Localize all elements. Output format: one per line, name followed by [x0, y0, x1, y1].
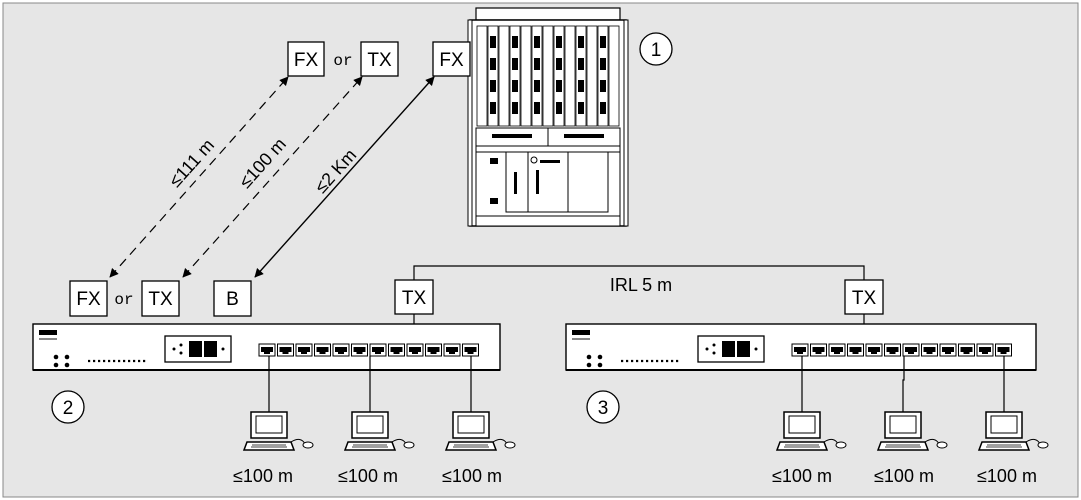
- rack-module-indicator: [512, 80, 518, 92]
- hub2-port: [332, 343, 350, 357]
- rack-module-indicator: [578, 58, 584, 70]
- rack-module-indicator: [512, 36, 518, 48]
- rack-module-slot: [487, 25, 499, 127]
- hub3-pc2-distance: ≤100 m: [874, 466, 934, 486]
- hub2-pc1-distance: ≤100 m: [233, 466, 293, 486]
- hub2-port: [369, 343, 387, 357]
- chassis-rack: [467, 7, 629, 227]
- hub3-port: [865, 343, 883, 357]
- rack-module-indicator: [556, 36, 562, 48]
- callout-3-label: 3: [598, 398, 609, 419]
- hub2-port: [406, 343, 424, 357]
- rack-module-indicator: [600, 102, 606, 114]
- hub-2: [32, 323, 501, 371]
- rack-module-indicator: [512, 102, 518, 114]
- rack-module-indicator: [534, 36, 540, 48]
- or-bottom-label: or: [114, 291, 133, 309]
- hub2-pc2-distance: ≤100 m: [338, 466, 398, 486]
- tx-hub2-box: [394, 279, 434, 315]
- fx-top-right-label: FX: [439, 50, 464, 71]
- rack-module-indicator: [490, 102, 496, 114]
- rack-module-indicator: [600, 36, 606, 48]
- hub3-pc3-distance: ≤100 m: [977, 466, 1037, 486]
- fx-top-right-box: [432, 41, 471, 77]
- hub3-port: [791, 343, 809, 357]
- rack-module-indicator: [600, 80, 606, 92]
- hub3-port: [847, 343, 864, 357]
- hub-3: [565, 323, 1037, 371]
- rack-module-slot: [509, 25, 521, 127]
- hub3-port: [976, 343, 994, 357]
- callout-3-circle: [586, 390, 620, 424]
- rack-module-indicator: [556, 102, 562, 114]
- rack-module-indicator: [490, 36, 496, 48]
- hub2-port: [462, 343, 479, 357]
- rack-module-slot: [586, 25, 598, 127]
- hub2-pc3-distance: ≤100 m: [442, 466, 502, 486]
- rack-module-slot: [608, 25, 620, 127]
- rack-module-indicator: [578, 36, 584, 48]
- rack-module-slot: [476, 25, 488, 127]
- hub3-port: [828, 343, 846, 357]
- rack-module-indicator: [556, 80, 562, 92]
- hub2-port: [425, 343, 442, 357]
- hub3-pc1-distance: ≤100 m: [772, 466, 832, 486]
- tx-hub3-box: [844, 279, 884, 315]
- rack-module-indicator: [534, 102, 540, 114]
- irl-cable: [413, 265, 865, 280]
- callout-1-circle: [639, 32, 673, 66]
- rack-module-slot: [575, 25, 587, 127]
- rack-module-slot: [597, 25, 609, 127]
- hub2-port: [295, 343, 313, 357]
- rack-module-indicator: [600, 58, 606, 70]
- hub3-port: [810, 343, 827, 357]
- tx-hub2-label: TX: [402, 288, 427, 309]
- irl-label: IRL 5 m: [610, 275, 672, 295]
- fx-bottom-box: [69, 280, 108, 317]
- hub2-port: [351, 343, 368, 357]
- b-bottom-label: B: [226, 289, 239, 310]
- callout-1-label: 1: [651, 40, 662, 61]
- hub2-port: [277, 343, 294, 357]
- hub3-port: [884, 343, 901, 357]
- rack-module-indicator: [534, 80, 540, 92]
- tx-bottom-box: [141, 280, 180, 317]
- rack-module-indicator: [490, 58, 496, 70]
- fx-top-left-box: [287, 41, 325, 77]
- rack-module-slot: [553, 25, 565, 127]
- hub2-port: [258, 343, 276, 357]
- hub3-port: [921, 343, 938, 357]
- rack-module-slot: [520, 25, 532, 127]
- tx-bottom-label: TX: [148, 289, 173, 310]
- hub2-port: [388, 343, 405, 357]
- tx-top-label: TX: [367, 50, 392, 71]
- fx-top-left-label: FX: [294, 50, 319, 71]
- hub2-port: [314, 343, 331, 357]
- fx-bottom-label: FX: [76, 289, 101, 310]
- rack-module-indicator: [534, 58, 540, 70]
- rack-module-indicator: [490, 80, 496, 92]
- rack-module-slot: [564, 25, 576, 127]
- hub3-port: [958, 343, 975, 357]
- rack-module-indicator: [578, 102, 584, 114]
- rack-module-slot: [531, 25, 543, 127]
- or-top-label: or: [333, 52, 352, 70]
- hub3-port: [995, 343, 1012, 357]
- hub3-port: [939, 343, 957, 357]
- hub3-pc2-cable: [902, 356, 905, 415]
- hub3-port: [902, 343, 920, 357]
- rack-module-slot: [542, 25, 554, 127]
- rack-module-indicator: [512, 58, 518, 70]
- link-2km: [254, 76, 435, 278]
- callout-2-label: 2: [63, 398, 74, 419]
- rack-module-indicator: [556, 58, 562, 70]
- tx-top-box: [360, 41, 399, 77]
- rack-module-indicator: [578, 80, 584, 92]
- callout-2-circle: [51, 390, 85, 424]
- hub2-port: [443, 343, 461, 357]
- rack-module-slot: [498, 25, 510, 127]
- b-bottom-box: [213, 280, 252, 317]
- tx-hub3-label: TX: [852, 288, 877, 309]
